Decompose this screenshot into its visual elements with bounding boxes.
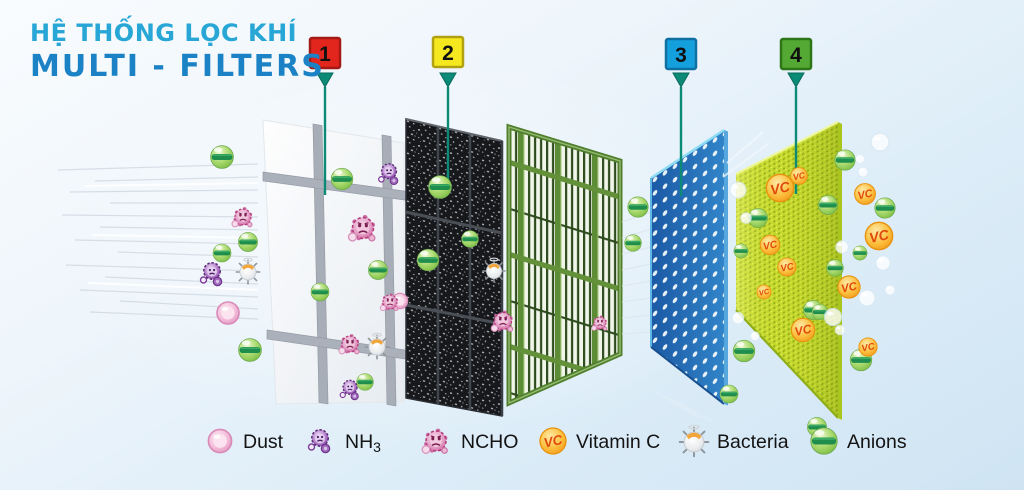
anion-particle [210, 145, 234, 169]
legend-item-ncho: NCHO [421, 427, 518, 455]
bubble-particle [858, 289, 876, 307]
page-title: HỆ THỐNG LỌC KHÍ MULTI - FILTERS [30, 19, 325, 84]
marker-4: 4 [779, 37, 813, 194]
legend-item-anions: Anions [810, 427, 907, 455]
legend: Dust NH3 NCHO Vitamin C Bacteria Anions [207, 424, 907, 458]
vitamin-c-particle [858, 337, 878, 357]
legend-label-anions: Anions [847, 431, 907, 453]
anion-particle [732, 339, 756, 363]
vitamin-c-icon [539, 427, 567, 455]
filter-panel-1-prefilter [262, 119, 413, 407]
bubble-particle [835, 240, 849, 254]
vitamin-c-particle [837, 275, 861, 299]
anion-particle [428, 175, 452, 199]
anion-particle [237, 231, 259, 253]
anion-particle [238, 338, 262, 362]
marker-3-arrow [672, 72, 690, 89]
air-streaks-right-top [655, 131, 770, 422]
bubble-particle [875, 255, 891, 271]
anion-particle [330, 167, 354, 191]
legend-label-dust: Dust [243, 431, 284, 453]
marker-1-badge [308, 36, 342, 70]
legend-label-nh3: NH3 [345, 431, 381, 455]
marker-4-number: 4 [790, 44, 802, 67]
dust-icon [207, 428, 233, 454]
legend-item-nh3: NH3 [307, 428, 381, 455]
marker-2-number: 2 [442, 42, 454, 65]
anion-particle [627, 196, 649, 218]
bubble-particle [870, 132, 890, 152]
marker-4-arrow [787, 72, 805, 89]
title-line-vietnamese: HỆ THỐNG LỌC KHÍ [30, 19, 298, 47]
bubble-particle [855, 154, 865, 164]
bubble-particle [750, 331, 760, 341]
vitamin-c-particle [790, 167, 808, 185]
marker-3: 3 [664, 37, 698, 196]
legend-label-bacteria: Bacteria [717, 431, 789, 453]
anion-particle [367, 259, 389, 281]
filter-panel-green-mesh [506, 123, 623, 407]
anions-icon [810, 427, 838, 455]
anion-particle [624, 234, 642, 252]
vitamin-c-particle [854, 183, 876, 205]
vitamin-c-particle [759, 234, 781, 256]
vitamin-c-particle [790, 317, 816, 343]
marker-1-arrow [316, 72, 334, 89]
bubble-particle [731, 311, 745, 325]
prefilter-vertical-bar [381, 134, 397, 407]
marker-2: 2 [431, 35, 465, 193]
vitamin-c-particle [864, 221, 894, 251]
marker-3-badge [664, 37, 698, 71]
anion-particle [356, 373, 374, 391]
marker-2-badge [431, 35, 465, 69]
bubble-particle [857, 166, 869, 178]
dust-particle [216, 301, 240, 325]
bubble-particle [834, 324, 846, 336]
legend-item-vitamin-c: Vitamin C [539, 427, 660, 455]
anion-particle [733, 243, 749, 259]
anion-particle [826, 259, 844, 277]
filter-panel-3-blue [650, 128, 728, 406]
anion-particle [874, 197, 896, 219]
anion-particle [212, 243, 232, 263]
legend-label-vitamin-c: Vitamin C [576, 431, 660, 453]
prefilter-vertical-bar [312, 123, 329, 405]
bubble-particle [729, 181, 747, 199]
vitamin-c-particle [756, 284, 772, 300]
marker-3-number: 3 [675, 44, 687, 67]
anion-particle [461, 230, 479, 248]
bacteria-icon [678, 424, 710, 458]
markers: 1 2 3 4 [308, 35, 813, 196]
vitamin-c-particle [777, 257, 797, 277]
title-line-multi-filters: MULTI - FILTERS [30, 48, 325, 84]
filter-panel-2-carbon [405, 118, 504, 417]
marker-4-badge [779, 37, 813, 71]
anion-particle [852, 245, 868, 261]
vitamin-c-particle [765, 173, 795, 203]
anion-particle [834, 149, 856, 171]
legend-label-ncho: NCHO [461, 431, 518, 453]
anion-particle [818, 194, 838, 216]
marker-2-arrow [439, 72, 457, 89]
marker-1-number: 1 [319, 43, 331, 66]
bubble-particle [823, 307, 843, 327]
bubble-particle [884, 284, 896, 296]
anion-particle [416, 248, 440, 272]
marker-1: 1 [308, 36, 342, 195]
legend-item-dust: Dust [207, 428, 284, 454]
anion-particle [310, 282, 330, 302]
anion-particle [719, 384, 739, 404]
legend-item-bacteria: Bacteria [678, 424, 789, 458]
bubble-particle [740, 212, 752, 224]
air-streaks-left [57, 163, 259, 320]
